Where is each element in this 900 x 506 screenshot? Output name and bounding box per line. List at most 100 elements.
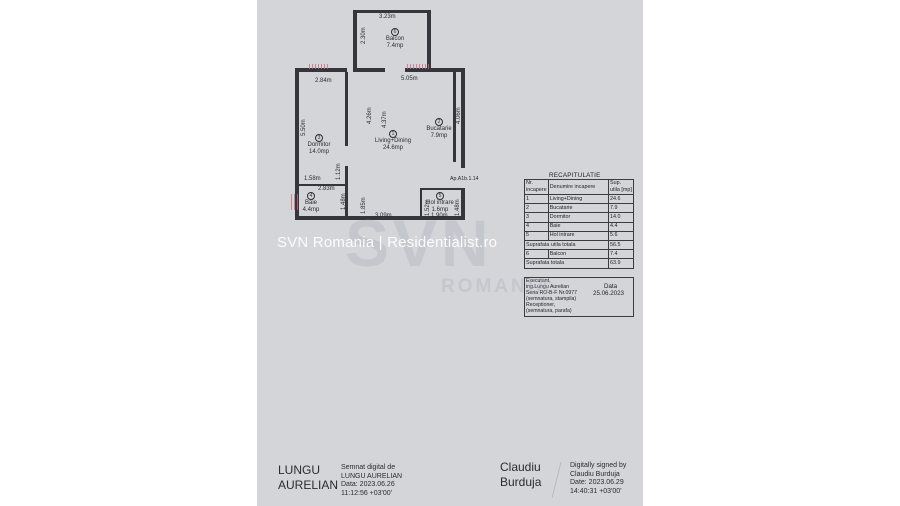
signature-right-line2: Claudiu Burduja <box>570 470 620 478</box>
room-number: 2 <box>435 118 443 126</box>
room-balcon: 6 Balcon 7.4mp <box>375 28 415 50</box>
wall-left <box>295 68 299 220</box>
signature-right-name: Claudiu Burduja <box>500 460 541 490</box>
wall-bottom <box>295 216 465 220</box>
room-area: 7.4mp <box>386 43 404 49</box>
executant-name: ing.Lungu Aurelian <box>526 284 569 290</box>
room-number: 1 <box>389 130 397 138</box>
table-row: 2 Bucatarie 7.9 <box>524 203 634 214</box>
wall-top-left <box>295 68 347 72</box>
room-number: 5 <box>436 192 444 200</box>
balcony-wall-right <box>427 10 431 72</box>
signature-left-line1: Semnat digital de <box>341 464 396 471</box>
cell-total: 63.9 <box>608 258 634 269</box>
wall-bedroom-living-lower <box>345 166 348 216</box>
wall-right-lower <box>461 188 465 220</box>
room-dormitor: 3 Dormitor 14.0mp <box>299 134 339 156</box>
header-name: Denumire incapere <box>547 179 610 195</box>
cell-area: 7.4 <box>608 249 634 260</box>
cell-nr: 1 <box>524 193 549 205</box>
room-area: 1.6mp <box>431 207 449 213</box>
signature-left-name-line1: LUNGU <box>278 463 321 477</box>
receptioner-label: Receptioner, <box>526 302 556 308</box>
recap-table: Nr. incapere Denumire incapere Sup. util… <box>524 179 634 269</box>
dim-hall-bottom: 1.90m <box>431 213 448 219</box>
room-number: 4 <box>307 192 315 200</box>
door-hatch-bedroom <box>309 64 329 69</box>
signature-left-name: LUNGU AURELIAN <box>278 463 338 493</box>
room-name: Balcon <box>385 36 405 42</box>
cell-name: Hol intrare <box>547 230 610 241</box>
room-area: 4.4mp <box>302 207 320 213</box>
watermark-logo: SVN <box>345 206 493 280</box>
table-row: 4 Baie 4.4 <box>524 221 634 232</box>
room-name: Living+Dining <box>374 138 412 144</box>
table-row: Nr. incapere Denumire incapere Sup. util… <box>524 179 634 195</box>
signature-right-name-line2: Burduja <box>500 475 542 489</box>
dim-bath-top: 1.58m <box>304 176 321 182</box>
wall-bedroom-bath <box>299 184 347 186</box>
cell-nr: 2 <box>524 203 549 214</box>
signature-left-name-line2: AURELIAN <box>278 478 339 492</box>
cell-nr: 3 <box>524 212 549 223</box>
cell-name: Dormitor <box>547 212 610 223</box>
table-row: Suprafata totala 63.9 <box>524 258 634 269</box>
signature-right-line4: 14:40:31 +03'00' <box>570 487 622 495</box>
wall-hall <box>420 190 422 216</box>
table-row: 1 Living+Dining 24.6 <box>524 193 634 205</box>
table-row: 6 Balcon 7.4 <box>524 249 634 260</box>
balcony-wall-top <box>353 10 431 13</box>
signature-left-line2: LUNGU AURELIAN <box>341 472 403 480</box>
room-bucatarie: 2 Bucatarie 7.9mp <box>421 118 457 140</box>
cell-name: Bucatarie <box>547 203 610 214</box>
signature-right-details: Digitally signed by Claudiu Burduja Date… <box>570 462 626 496</box>
executant-series: Seria RO-B-F Nr.0977 <box>526 290 578 296</box>
cell-area: 24.6 <box>608 193 634 205</box>
executant-label: Executant, <box>526 278 551 284</box>
cell-area: 14.0 <box>608 212 634 223</box>
room-baie: 4 Baie 4.4mp <box>297 192 325 214</box>
watermark-logo-sub: ROMANIA <box>441 276 553 297</box>
header-nr: Nr. incapere <box>524 179 549 195</box>
document-page: 3.23m 2.30m 2.84m 5.05m 5.50m 4.26m 4.37… <box>257 0 643 506</box>
executant-box <box>524 277 634 317</box>
table-row: Suprafata utila totala 56.5 <box>524 239 634 251</box>
cell-name: Balcon <box>547 249 610 260</box>
room-name: Bucatarie <box>426 126 452 132</box>
room-hol: 5 Hol intrare 1.6mp <box>423 192 457 214</box>
room-number: 6 <box>391 28 399 36</box>
signature-left-line4: 11:12:56 +03'00' <box>341 489 393 497</box>
cell-nr: 4 <box>524 221 549 232</box>
wall-bedroom-living <box>345 72 348 146</box>
signature-right-name-line1: Claudiu <box>500 460 541 474</box>
wall-top-mid <box>357 68 385 72</box>
cell-total-label: Suprafata totala <box>524 258 609 269</box>
receptioner-note: (semnatura, parafa) <box>526 308 572 314</box>
floor-plan: 3.23m 2.30m 2.84m 5.05m 5.50m 4.26m 4.37… <box>257 0 643 506</box>
cell-name: Living+Dining <box>547 193 610 205</box>
signature-right-line1: Digitally signed by <box>570 462 627 469</box>
signature-right-line3: Date: 2023.06.29 <box>570 479 624 486</box>
wall-kitchen <box>453 72 456 162</box>
wall-hall-top <box>420 188 461 190</box>
door-hatch-bath <box>291 194 299 210</box>
cell-area: 4.4 <box>608 221 634 232</box>
dim-bath-mid: 1.12m <box>336 163 342 180</box>
room-number: 3 <box>315 134 323 142</box>
dim-living-bottom: 3.09m <box>375 213 392 219</box>
balcony-wall-left <box>353 10 357 72</box>
stamp-note: (semnatura, stampila) <box>526 296 577 302</box>
dim-living-height-b: 4.37m <box>382 111 388 128</box>
dim-balcony-depth: 2.30m <box>361 27 367 44</box>
dim-living-height-a: 4.26m <box>367 107 373 124</box>
dim-balcony-width: 3.23m <box>379 14 396 20</box>
cell-area: 7.9 <box>608 203 634 214</box>
wall-top-right <box>405 68 465 72</box>
watermark-text: SVN Romania | Residentialist.ro <box>277 234 498 251</box>
header-area: Sup. utila [mp] <box>608 179 634 195</box>
room-area: 7.9mp <box>430 133 448 139</box>
signature-left-details: Semnat digital de LUNGU AURELIAN Data: 2… <box>341 464 402 498</box>
cell-nr: 5 <box>524 230 549 241</box>
wall-right <box>461 68 465 168</box>
cell-total-useful: 56.5 <box>608 239 634 251</box>
